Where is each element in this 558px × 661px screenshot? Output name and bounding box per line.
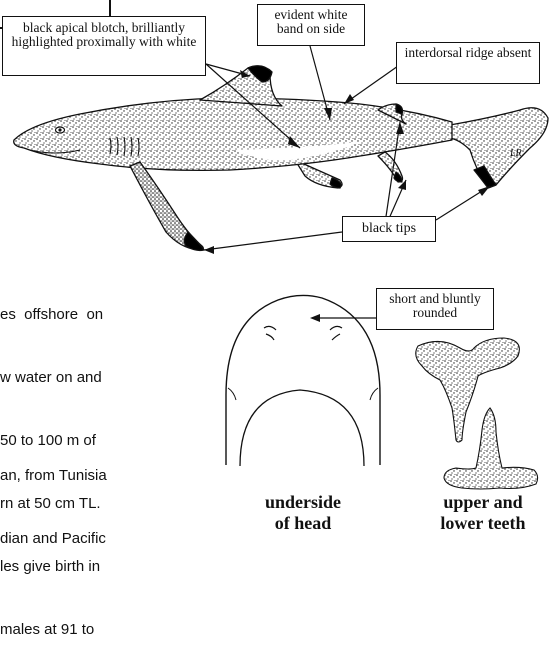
- callout-interdorsal-ridge: interdorsal ridge absent: [396, 42, 540, 84]
- callout-snout-shape: short and bluntly rounded: [376, 288, 494, 330]
- caption-line: underside: [228, 492, 378, 513]
- artist-signature: LR.: [510, 148, 524, 159]
- callout-black-tips: black tips: [342, 216, 436, 242]
- caption-teeth: upper and lower teeth: [410, 492, 556, 534]
- second-dorsal-tip: [396, 104, 402, 114]
- snout-leader: [310, 314, 378, 322]
- upper-tooth: [416, 338, 520, 442]
- head-mouth: [240, 390, 364, 466]
- right-gill-notch: [370, 388, 378, 400]
- right-nostril: [330, 326, 342, 340]
- left-gill-notch: [228, 388, 236, 400]
- head-underside-view: [226, 295, 380, 466]
- body-text-line: dian and Pacific: [0, 528, 107, 549]
- left-nostril: [264, 326, 276, 340]
- caption-line: upper and: [410, 492, 556, 513]
- shark-lateral-view: [14, 66, 548, 251]
- head-outline: [226, 295, 380, 465]
- caption-line: of head: [228, 513, 378, 534]
- body-text-line: es offshore on: [0, 304, 103, 325]
- body-text-line: w water on and: [0, 367, 103, 388]
- body-text-line: males at 91 to: [0, 619, 103, 640]
- callout-apical-blotch: black apical blotch, brilliantly highlig…: [2, 16, 206, 76]
- body-text-paragraph-2: an, from Tunisia dian and Pacific: [0, 423, 107, 570]
- caudal-fin: [450, 108, 548, 188]
- caption-head-underside: underside of head: [228, 492, 378, 534]
- body-text-line: an, from Tunisia: [0, 465, 107, 486]
- callout-white-band: evident white band on side: [257, 4, 365, 46]
- caption-line: lower teeth: [410, 513, 556, 534]
